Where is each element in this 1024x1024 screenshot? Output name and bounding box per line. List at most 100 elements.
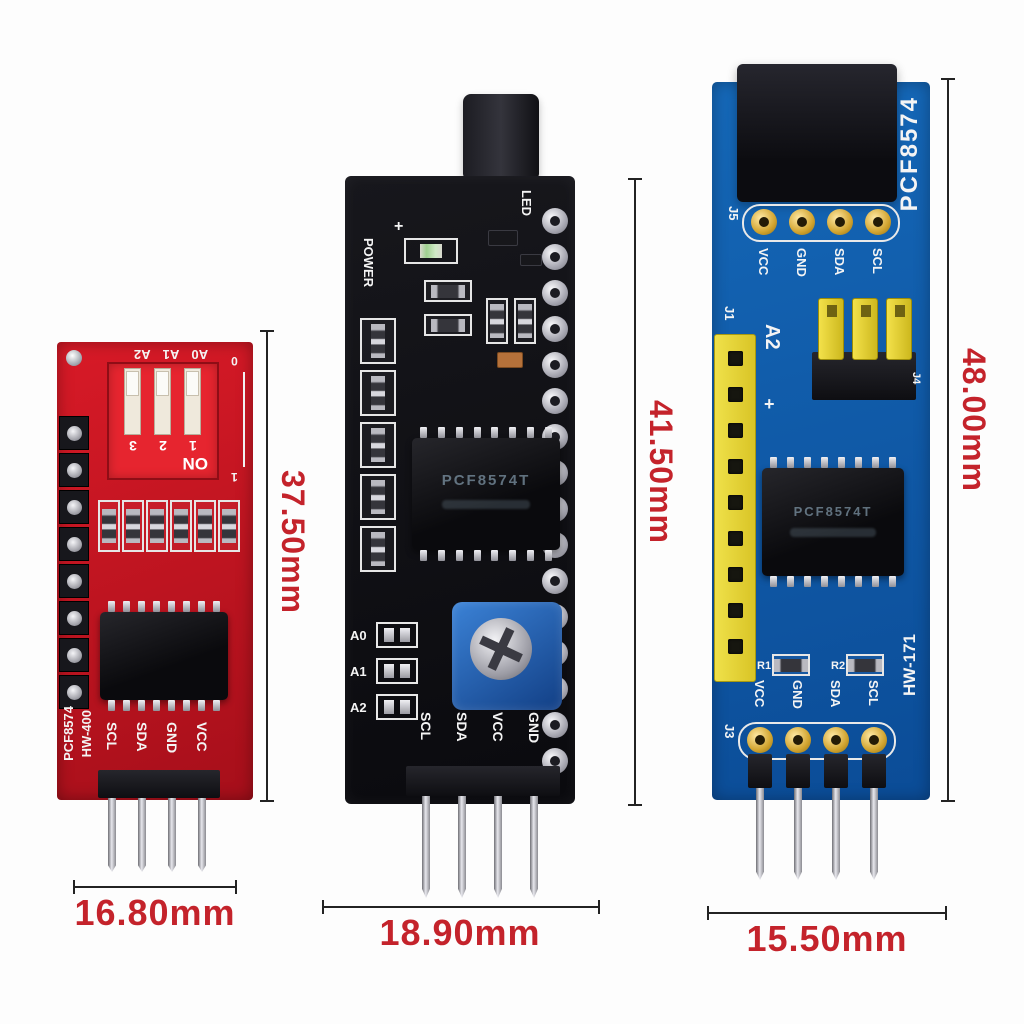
gold-pad — [827, 209, 853, 235]
smd-resistor — [170, 500, 192, 552]
left-header-column — [59, 416, 89, 709]
addr-label-a1: A1 — [350, 664, 367, 679]
header-socket — [727, 639, 743, 654]
resistor-body — [371, 532, 385, 566]
chip-leg — [491, 550, 499, 561]
pin-label-gnd: GND — [164, 722, 180, 754]
dip-slider — [184, 368, 202, 435]
addr-label-a2: A2 — [350, 700, 367, 715]
r1-silk-label: R1 — [757, 660, 772, 672]
header-pin — [832, 788, 840, 880]
dip-slider-cap — [156, 371, 170, 396]
chip-leg — [872, 576, 879, 587]
dimension-middle-height: 41.50mm — [643, 400, 679, 544]
resistor-body — [431, 318, 465, 332]
dimension-line-left-width — [73, 880, 237, 894]
header-socket — [727, 567, 743, 582]
chip-leg — [108, 700, 115, 711]
bottom-pin-label-gnd: GND — [790, 680, 805, 709]
header-socket — [59, 564, 89, 598]
resistor-body — [518, 304, 532, 338]
resistor-body — [198, 509, 212, 543]
chip-leg — [787, 457, 794, 468]
header-socket — [727, 495, 743, 510]
resistor-body — [222, 509, 236, 543]
pin-base — [862, 754, 886, 788]
resistor-body — [102, 509, 116, 543]
smd-capacitor — [497, 352, 523, 368]
pcf8574-chip: PCF8574T — [412, 427, 560, 561]
dip-sliders — [118, 368, 208, 437]
header-pin — [458, 796, 466, 898]
pin-base — [786, 754, 810, 788]
chip-leg — [455, 550, 463, 561]
dimension-middle-width: 18.90mm — [379, 912, 541, 953]
yellow-jumper-cap — [852, 298, 878, 360]
pin-header-base — [98, 770, 220, 798]
chip-marking-smudge — [790, 528, 876, 537]
pin-base — [824, 754, 848, 788]
yellow-jumper-cap — [886, 298, 912, 360]
black-module: LED + POWER PCF8574T A0 A1 A2 SCL — [345, 94, 575, 898]
gold-pad — [789, 209, 815, 235]
pin-label-sda: SDA — [134, 722, 150, 752]
silk-chip-name: PCF8574 — [896, 96, 923, 212]
gold-pad — [785, 727, 811, 753]
power-silk-label: POWER — [361, 238, 376, 288]
silk-chip-name: PCF8574 — [61, 706, 76, 761]
silk-mark-one: 1 — [231, 470, 238, 484]
pin-header-base — [406, 766, 560, 796]
through-hole-pad — [542, 244, 568, 270]
chip-leg — [108, 601, 115, 612]
chip-leg — [168, 601, 175, 612]
header-pin — [756, 788, 764, 880]
smd-resistor — [360, 318, 396, 364]
gold-pad — [747, 727, 773, 753]
chip-leg — [437, 550, 445, 561]
header-pin — [422, 796, 430, 898]
chip-marking-smudge — [441, 500, 531, 509]
chip-leg — [213, 700, 220, 711]
header-pin — [138, 798, 146, 872]
chip-leg — [821, 457, 828, 468]
pin-label-vcc: VCC — [194, 722, 210, 752]
chip-leg — [183, 700, 190, 711]
chip-leg — [455, 427, 463, 438]
smd-resistor — [146, 500, 168, 552]
smd-resistor — [772, 654, 810, 676]
chip-leg — [198, 601, 205, 612]
chip-marking: PCF8574T — [793, 504, 873, 519]
dip-number: 1 — [189, 438, 197, 454]
top-pin-label-sda: SDA — [832, 248, 847, 276]
header-pin — [530, 796, 538, 898]
pin-label-scl: SCL — [104, 722, 120, 750]
yellow-female-header — [714, 334, 756, 682]
resistor-body — [490, 304, 504, 338]
dip-slider-cap — [126, 371, 140, 396]
j3-silk-label: J3 — [722, 724, 737, 739]
dimension-right-height: 48.00mm — [956, 348, 992, 492]
addr-pads-a2 — [376, 694, 418, 720]
header-socket — [59, 601, 89, 635]
female-header-block — [737, 64, 897, 202]
resistor-body — [371, 480, 385, 514]
dip-slider — [124, 368, 142, 435]
smd-resistor — [486, 298, 508, 344]
dimension-left-width: 16.80mm — [74, 892, 236, 933]
chip-leg — [437, 427, 445, 438]
smd-resistor — [360, 370, 396, 416]
chip-leg — [804, 576, 811, 587]
dip-switch-face: ON 1 2 3 — [109, 364, 217, 478]
header-socket — [59, 416, 89, 450]
dimension-left-height: 37.50mm — [275, 470, 311, 614]
silk-mark-zero: 0 — [231, 354, 238, 368]
header-socket — [727, 423, 743, 438]
chip-legs-top — [108, 601, 220, 612]
smd-resistor — [360, 474, 396, 520]
chip-leg — [544, 427, 552, 438]
dimension-line-right-height — [941, 78, 955, 802]
header-socket — [59, 453, 89, 487]
chip-leg — [491, 427, 499, 438]
jumper-header-base — [812, 352, 916, 400]
chip-leg — [420, 550, 427, 561]
